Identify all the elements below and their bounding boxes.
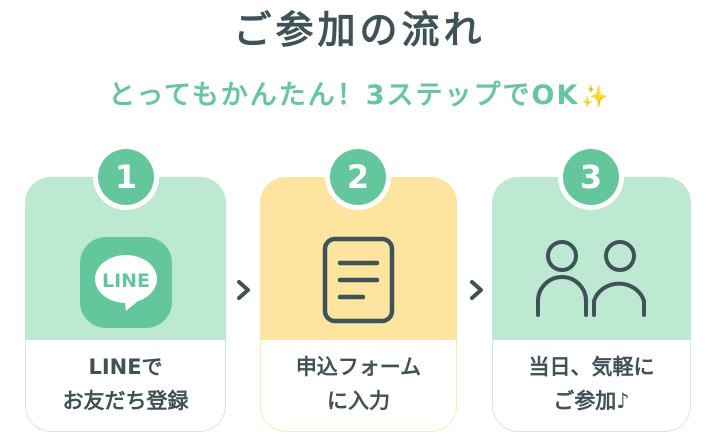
subtitle-text: とってもかんたん！3ステップでOK [108,80,580,111]
step-number: 1 [98,149,154,205]
step-card-top [492,177,691,340]
step-label: 申込フォーム に入力 [295,354,422,413]
chevron-right-icon [237,280,250,300]
step-card-bottom: LINEで お友だち登録 [25,340,226,432]
document-icon [322,236,395,324]
step-number: 2 [330,149,386,205]
step-1-badge: 1 [93,144,159,210]
step-2-badge: 2 [325,144,391,210]
step-label: LINEで お友だち登録 [62,354,189,413]
step-number: 3 [563,149,619,205]
page-title: ご参加の流れ [233,8,486,52]
page-subtitle: とってもかんたん！3ステップでOK✨ [0,74,719,120]
step-label: 当日、気軽に ご参加♪ [528,354,655,413]
chevron-right-icon [470,280,483,300]
step-card-3: 当日、気軽に ご参加♪ [492,177,691,432]
step-card-2: 申込フォーム に入力 [260,177,457,432]
step-3-badge: 3 [558,144,624,210]
line-app-icon: LINE [80,237,172,328]
sparkle-icon: ✨ [581,85,611,110]
step-card-1: LINE LINEで お友だち登録 [25,177,226,432]
people-icon [536,240,646,317]
step-card-bottom: 当日、気軽に ご参加♪ [492,340,691,432]
step-card-bottom: 申込フォーム に入力 [260,340,457,432]
line-logo-text: LINE [102,270,150,292]
